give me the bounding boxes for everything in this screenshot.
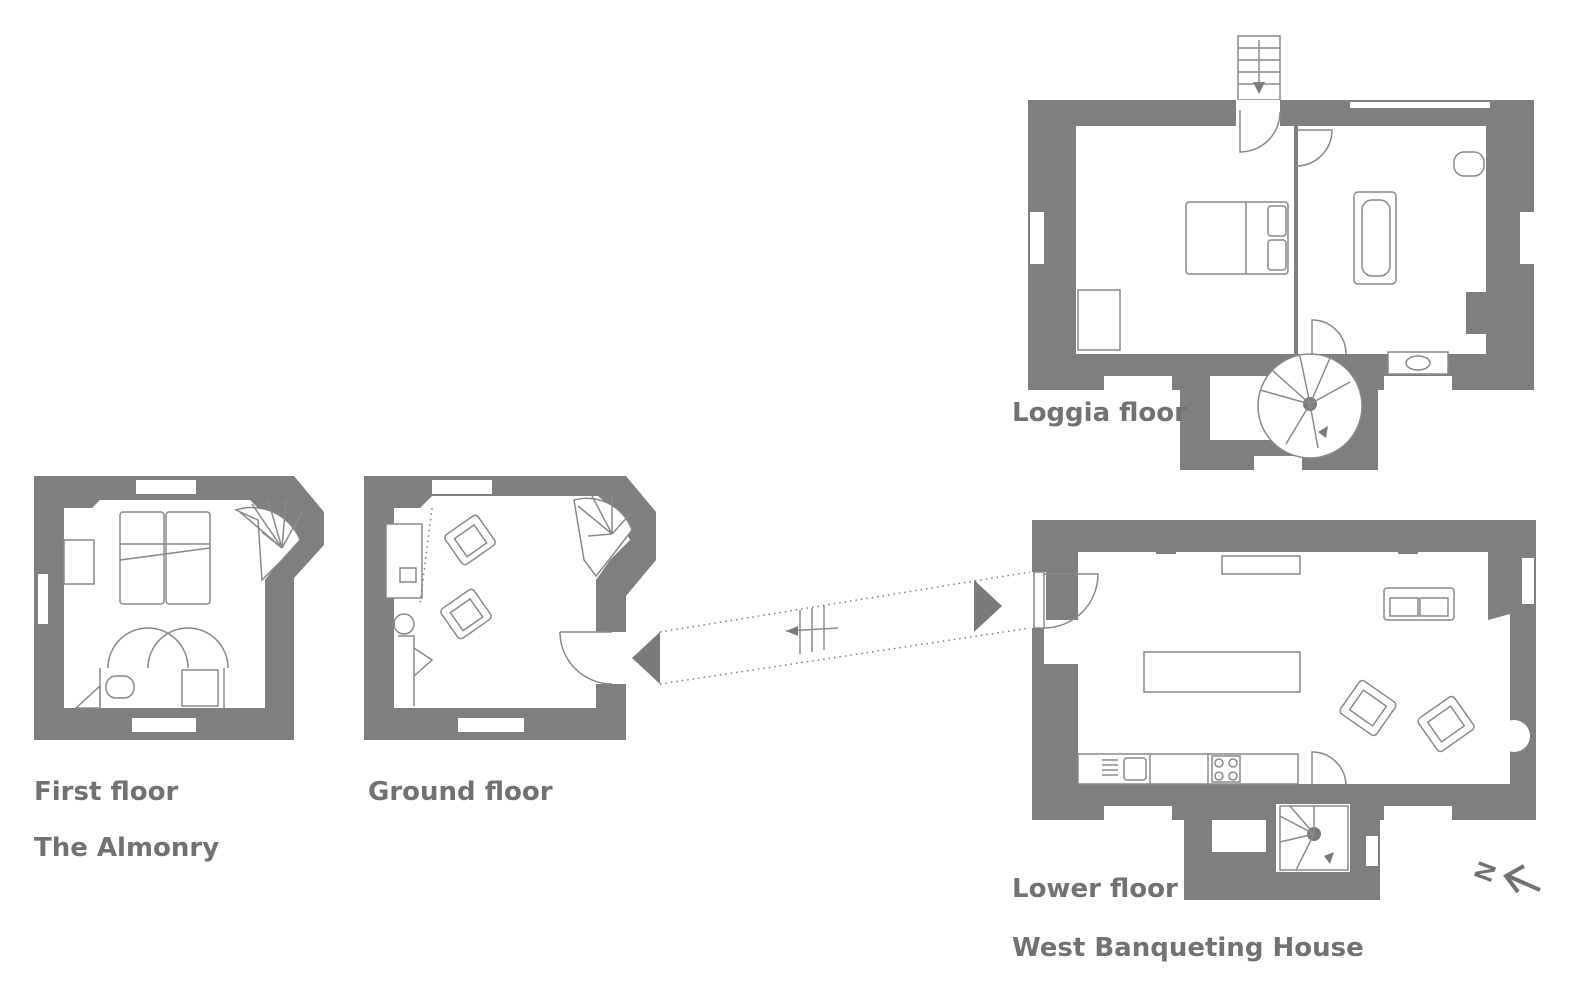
north-arrow-icon	[1503, 864, 1541, 894]
toilet-icon	[1453, 151, 1485, 177]
compass-north-arrow: N	[1468, 858, 1541, 894]
shower-icon	[181, 669, 219, 707]
steps-arrow-icon	[785, 606, 839, 654]
almonry-first-floor-plan	[34, 476, 324, 740]
bathroom-door-swing-icon	[107, 627, 189, 669]
spiral-stair-icon	[233, 499, 303, 582]
ground-floor-label: Ground floor	[368, 777, 553, 807]
triangle-marker-icon	[974, 580, 1002, 632]
kitchen-counter-icon	[1077, 753, 1299, 785]
loggia-floor-plan	[1028, 35, 1534, 470]
armchair-icon	[1339, 679, 1397, 737]
sofa-icon	[1383, 587, 1455, 621]
almonry-ground-floor-plan	[364, 476, 656, 740]
lower-floor-label: Lower floor	[1012, 874, 1178, 904]
dining-table-icon	[1143, 651, 1301, 693]
spiral-stair-icon	[573, 494, 633, 578]
loggia-floor-label: Loggia floor	[1012, 398, 1187, 428]
external-stair-icon	[1237, 35, 1281, 101]
first-floor-label: First floor	[34, 777, 179, 807]
armchair-icon	[444, 514, 496, 566]
connection-path	[632, 571, 1031, 685]
triangle-marker-icon	[632, 632, 660, 684]
desk-icon	[1077, 289, 1121, 351]
spiral-stair-icon	[1279, 805, 1349, 871]
almonry-title: The Almonry	[34, 833, 220, 863]
armchair-icon	[1417, 695, 1475, 753]
toilet-icon	[105, 675, 135, 699]
basin-icon	[74, 684, 101, 709]
lower-floor-plan	[1032, 520, 1536, 900]
twin-beds-icon	[119, 511, 211, 605]
bathtub-icon	[1353, 191, 1397, 285]
door-swing-icon	[1295, 129, 1333, 167]
kitchen-counter-icon	[385, 523, 423, 599]
west-banqueting-house-title: West Banqueting House	[1012, 933, 1364, 963]
compass-n-letter: N	[1468, 858, 1503, 886]
door-swing-icon	[1311, 751, 1347, 787]
armchair-icon	[440, 588, 492, 640]
round-table-icon	[393, 613, 415, 635]
door-swing-icon	[559, 631, 613, 685]
basin-icon	[1387, 351, 1449, 375]
spiral-stair-icon	[1257, 319, 1363, 459]
door-swing-icon	[1043, 573, 1099, 629]
wardrobe-icon	[63, 539, 95, 585]
double-bed-icon	[1185, 201, 1289, 275]
door-swing-icon	[1239, 110, 1281, 153]
